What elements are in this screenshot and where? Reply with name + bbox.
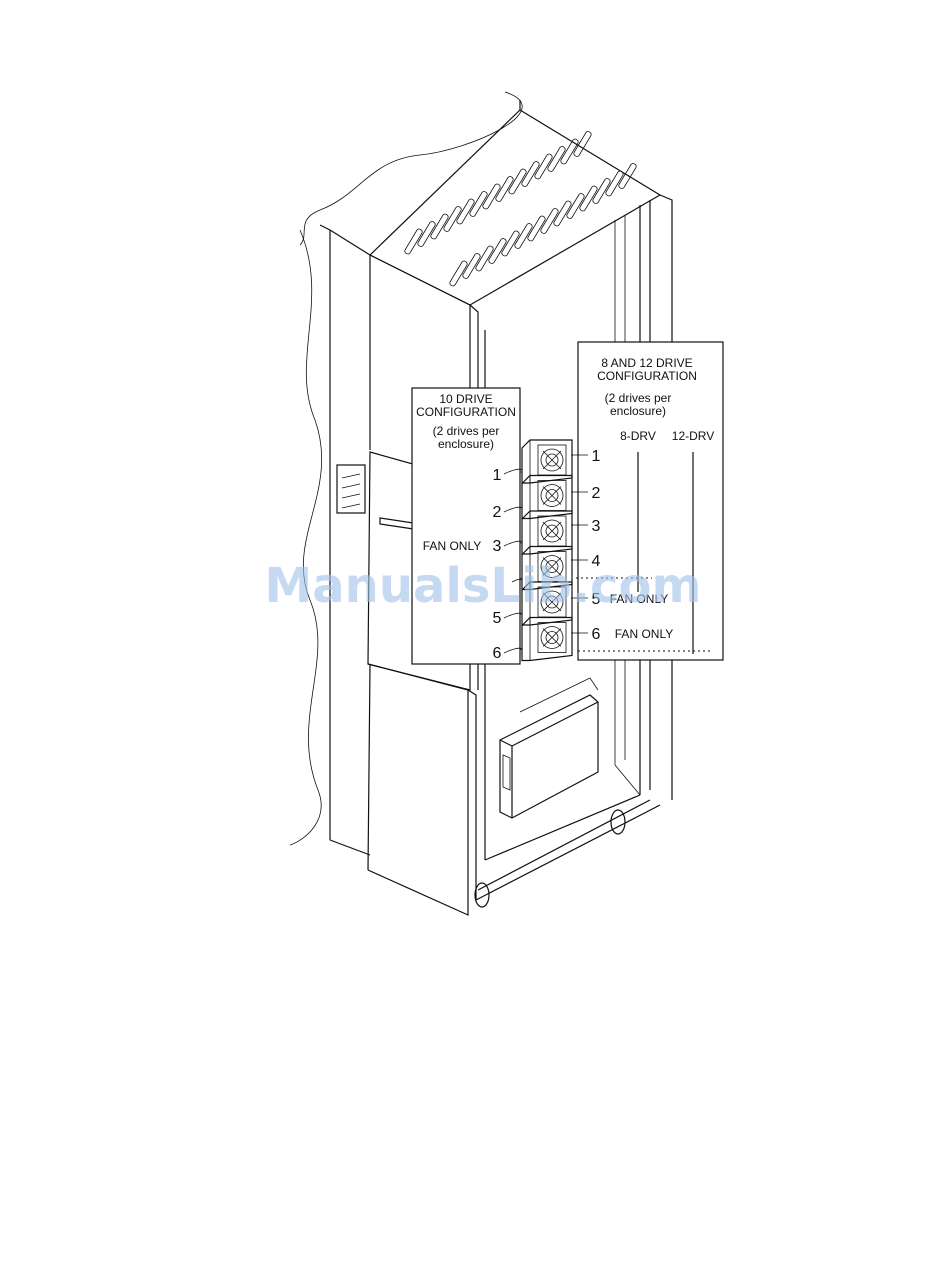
left-label-6: 6: [493, 645, 502, 662]
left-note-line1: (2 drives per: [433, 424, 500, 438]
vent-slot: [522, 162, 539, 187]
vent-slot: [619, 164, 636, 189]
vent-slot: [509, 169, 526, 194]
vent-slot: [431, 214, 448, 239]
vent-slot: [593, 179, 610, 204]
vent-slot: [541, 209, 558, 234]
break-line-left: [290, 230, 322, 845]
left-label-3: 3: [493, 538, 502, 555]
left-title-line2: CONFIGURATION: [416, 405, 516, 419]
vent-slot: [528, 216, 545, 241]
break-line-top: [300, 92, 522, 245]
left-label-1: 1: [493, 467, 502, 484]
vent-slot: [476, 246, 493, 271]
col-8-drv: 8-DRV: [620, 429, 656, 443]
vent-slot: [457, 199, 474, 224]
vent-slot: [502, 231, 519, 256]
right-note-line2: enclosure): [610, 404, 666, 418]
vent-slot: [463, 254, 480, 279]
vent-slot: [470, 192, 487, 217]
left-label-2: 2: [493, 504, 502, 521]
right-title-line2: CONFIGURATION: [597, 369, 697, 383]
power-supply: [500, 678, 598, 818]
right-note-line1: (2 drives per: [605, 391, 672, 405]
right-fan-only-6: FAN ONLY: [615, 627, 673, 641]
right-title-line1: 8 AND 12 DRIVE: [601, 356, 692, 370]
rear-cabinet: [320, 225, 370, 855]
right-label-3: 3: [592, 518, 601, 535]
vent-slot: [483, 184, 500, 209]
vent-slot: [548, 147, 565, 172]
vent-slot: [554, 201, 571, 226]
col-12-drv: 12-DRV: [672, 429, 714, 443]
vent-slot: [496, 177, 513, 202]
vent-slot: [580, 186, 597, 211]
vent-slot: [418, 222, 435, 247]
vent-slot: [515, 224, 532, 249]
vent-slot: [450, 261, 467, 286]
vent-slot: [405, 229, 422, 254]
vent-slot: [535, 154, 552, 179]
fan-enclosure: [515, 440, 572, 483]
vent-slot: [561, 139, 578, 164]
right-label-6: 6: [592, 626, 601, 643]
left-callout: 10 DRIVE CONFIGURATION (2 drives per enc…: [412, 388, 522, 664]
right-label-1: 1: [592, 448, 601, 465]
watermark: ManualsLib.com: [265, 558, 702, 614]
vent-slot: [606, 171, 623, 196]
left-note-line2: enclosure): [438, 437, 494, 451]
fan-stack: [515, 440, 572, 661]
left-title-line1: 10 DRIVE: [439, 392, 492, 406]
vent-slot: [444, 207, 461, 232]
top-vents: [405, 132, 636, 286]
vent-slot: [489, 239, 506, 264]
right-label-2: 2: [592, 485, 601, 502]
vent-slot: [567, 194, 584, 219]
left-label-fan-only: FAN ONLY: [423, 539, 481, 553]
